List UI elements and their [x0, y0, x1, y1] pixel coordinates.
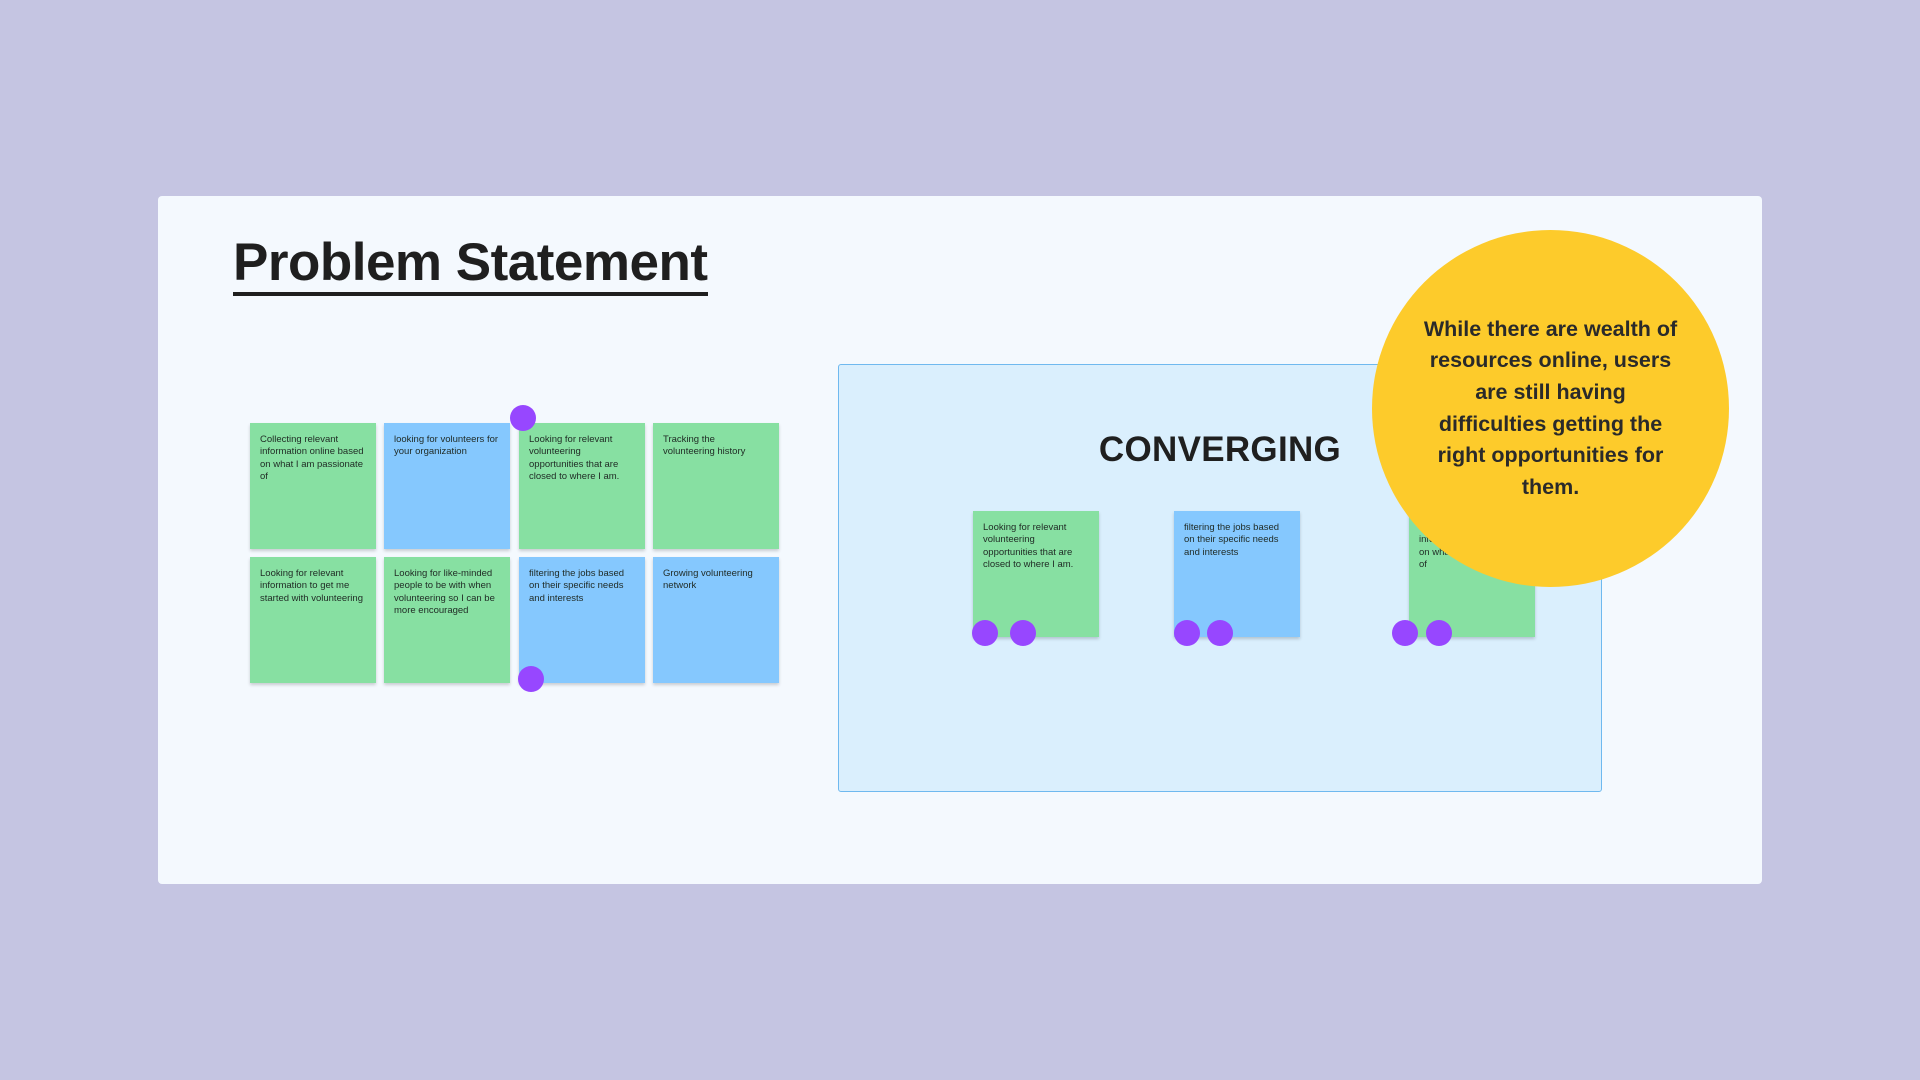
vote-dot[interactable]: [1392, 620, 1418, 646]
page-title: Problem Statement: [233, 235, 708, 297]
converging-sticky-note[interactable]: Looking for relevant volunteering opport…: [973, 511, 1099, 637]
converging-title: CONVERGING: [1098, 430, 1342, 469]
vote-dot[interactable]: [510, 405, 536, 431]
vote-dot[interactable]: [1426, 620, 1452, 646]
sticky-note[interactable]: looking for volunteers for your organiza…: [384, 423, 510, 549]
sticky-note[interactable]: Collecting relevant information online b…: [250, 423, 376, 549]
sticky-note[interactable]: Looking for like-minded people to be wit…: [384, 557, 510, 683]
sticky-note[interactable]: Tracking the volunteering history: [653, 423, 779, 549]
vote-dot[interactable]: [1174, 620, 1200, 646]
vote-dot[interactable]: [1010, 620, 1036, 646]
problem-statement-text: While there are wealth of resources onli…: [1423, 316, 1678, 499]
sticky-note[interactable]: Looking for relevant information to get …: [250, 557, 376, 683]
converging-sticky-note[interactable]: filtering the jobs based on their specif…: [1174, 511, 1300, 637]
sticky-note[interactable]: Growing volunteering network: [653, 557, 779, 683]
sticky-note[interactable]: Looking for relevant volunteering opport…: [519, 423, 645, 549]
vote-dot[interactable]: [972, 620, 998, 646]
sticky-note[interactable]: filtering the jobs based on their specif…: [519, 557, 645, 683]
vote-dot[interactable]: [1207, 620, 1233, 646]
vote-dot[interactable]: [518, 666, 544, 692]
problem-statement-circle[interactable]: While there are wealth of resources onli…: [1372, 230, 1729, 587]
